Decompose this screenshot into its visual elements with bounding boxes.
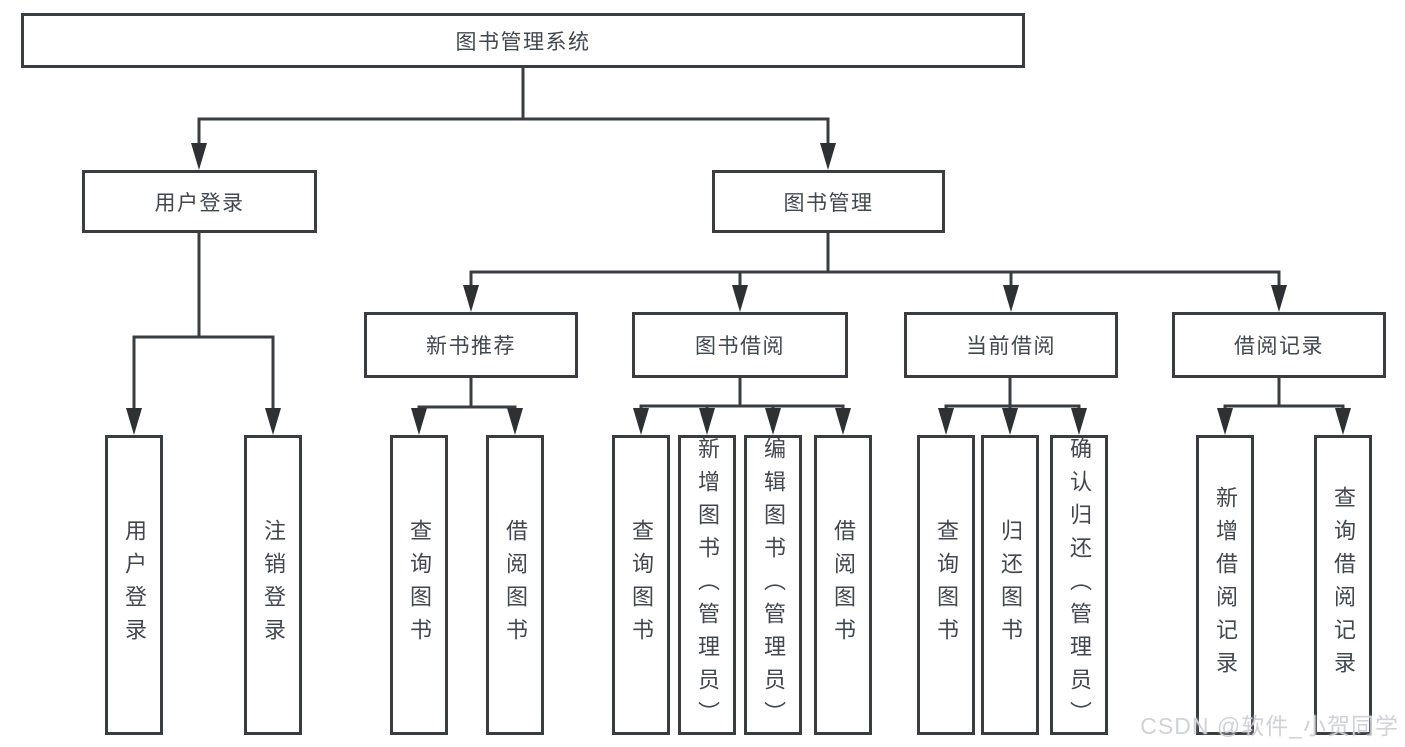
arrow-icon bbox=[1335, 408, 1351, 435]
node-root-label: 图书管理系统 bbox=[455, 30, 591, 54]
arrow-icon bbox=[1217, 408, 1233, 435]
arrow-icon bbox=[1071, 408, 1087, 435]
arrow-icon bbox=[765, 408, 781, 435]
arrow-icon bbox=[633, 408, 649, 435]
leaf-logout-label: 注销登录 bbox=[261, 519, 286, 651]
leaf-query-books-recommend: 查询图书 bbox=[390, 435, 448, 735]
node-user-login: 用户登录 bbox=[82, 170, 317, 233]
leaf-query-books-current-label: 查询图书 bbox=[934, 519, 959, 651]
arrow-icon bbox=[732, 285, 748, 312]
arrow-icon bbox=[699, 408, 715, 435]
arrow-icon bbox=[265, 408, 281, 435]
leaf-user-login-label: 用户登录 bbox=[122, 519, 147, 651]
node-root: 图书管理系统 bbox=[21, 13, 1025, 68]
leaf-query-borrow-record: 查询借阅记录 bbox=[1314, 435, 1372, 735]
node-current-borrowing-label: 当前借阅 bbox=[966, 335, 1056, 358]
leaf-edit-books-admin: 编辑图书（管理员） bbox=[744, 435, 802, 735]
leaf-query-books-borrowing-label: 查询图书 bbox=[629, 519, 654, 651]
arrow-icon bbox=[1002, 408, 1018, 435]
node-book-borrowing-label: 图书借阅 bbox=[695, 335, 785, 358]
leaf-logout: 注销登录 bbox=[244, 435, 302, 735]
leaf-query-books-borrowing: 查询图书 bbox=[612, 435, 670, 735]
node-book-management-label: 图书管理 bbox=[783, 191, 874, 215]
leaf-add-books-admin-label: 新增图书（管理员） bbox=[695, 436, 720, 734]
arrow-icon bbox=[820, 143, 836, 170]
arrow-icon bbox=[191, 143, 207, 170]
node-book-management: 图书管理 bbox=[712, 170, 945, 233]
node-borrowing-records-label: 借阅记录 bbox=[1234, 335, 1324, 358]
arrow-icon bbox=[1271, 285, 1287, 312]
leaf-borrow-books-borrowing-label: 借阅图书 bbox=[831, 519, 856, 651]
leaf-return-books-label: 归还图书 bbox=[998, 519, 1023, 651]
arrow-icon bbox=[1003, 285, 1019, 312]
arrow-icon bbox=[463, 285, 479, 312]
arrow-icon bbox=[938, 408, 954, 435]
leaf-query-borrow-record-label: 查询借阅记录 bbox=[1331, 486, 1356, 684]
node-new-book-recommendation-label: 新书推荐 bbox=[426, 335, 516, 358]
leaf-edit-books-admin-label: 编辑图书（管理员） bbox=[761, 436, 786, 734]
arrow-icon bbox=[507, 408, 523, 435]
leaf-confirm-return-admin-label: 确认归还（管理员） bbox=[1067, 436, 1092, 734]
leaf-borrow-books-borrowing: 借阅图书 bbox=[814, 435, 872, 735]
csdn-watermark: CSDN @软件_小贺同学 bbox=[1140, 713, 1399, 739]
node-current-borrowing: 当前借阅 bbox=[904, 312, 1118, 378]
leaf-add-books-admin: 新增图书（管理员） bbox=[678, 435, 736, 735]
node-new-book-recommendation: 新书推荐 bbox=[364, 312, 578, 378]
leaf-confirm-return-admin: 确认归还（管理员） bbox=[1050, 435, 1108, 735]
arrow-icon bbox=[835, 408, 851, 435]
leaf-query-books-recommend-label: 查询图书 bbox=[407, 519, 432, 651]
leaf-add-borrow-record-label: 新增借阅记录 bbox=[1213, 486, 1238, 684]
leaf-borrow-books-recommend-label: 借阅图书 bbox=[503, 519, 528, 651]
arrow-icon bbox=[126, 408, 142, 435]
leaf-user-login: 用户登录 bbox=[105, 435, 163, 735]
arrow-icon bbox=[411, 408, 427, 435]
leaf-add-borrow-record: 新增借阅记录 bbox=[1196, 435, 1254, 735]
node-user-login-label: 用户登录 bbox=[154, 191, 245, 215]
leaf-return-books: 归还图书 bbox=[981, 435, 1039, 735]
leaf-query-books-current: 查询图书 bbox=[917, 435, 975, 735]
node-book-borrowing: 图书借阅 bbox=[632, 312, 848, 378]
node-borrowing-records: 借阅记录 bbox=[1172, 312, 1386, 378]
leaf-borrow-books-recommend: 借阅图书 bbox=[486, 435, 544, 735]
arrowheads bbox=[126, 143, 1351, 435]
